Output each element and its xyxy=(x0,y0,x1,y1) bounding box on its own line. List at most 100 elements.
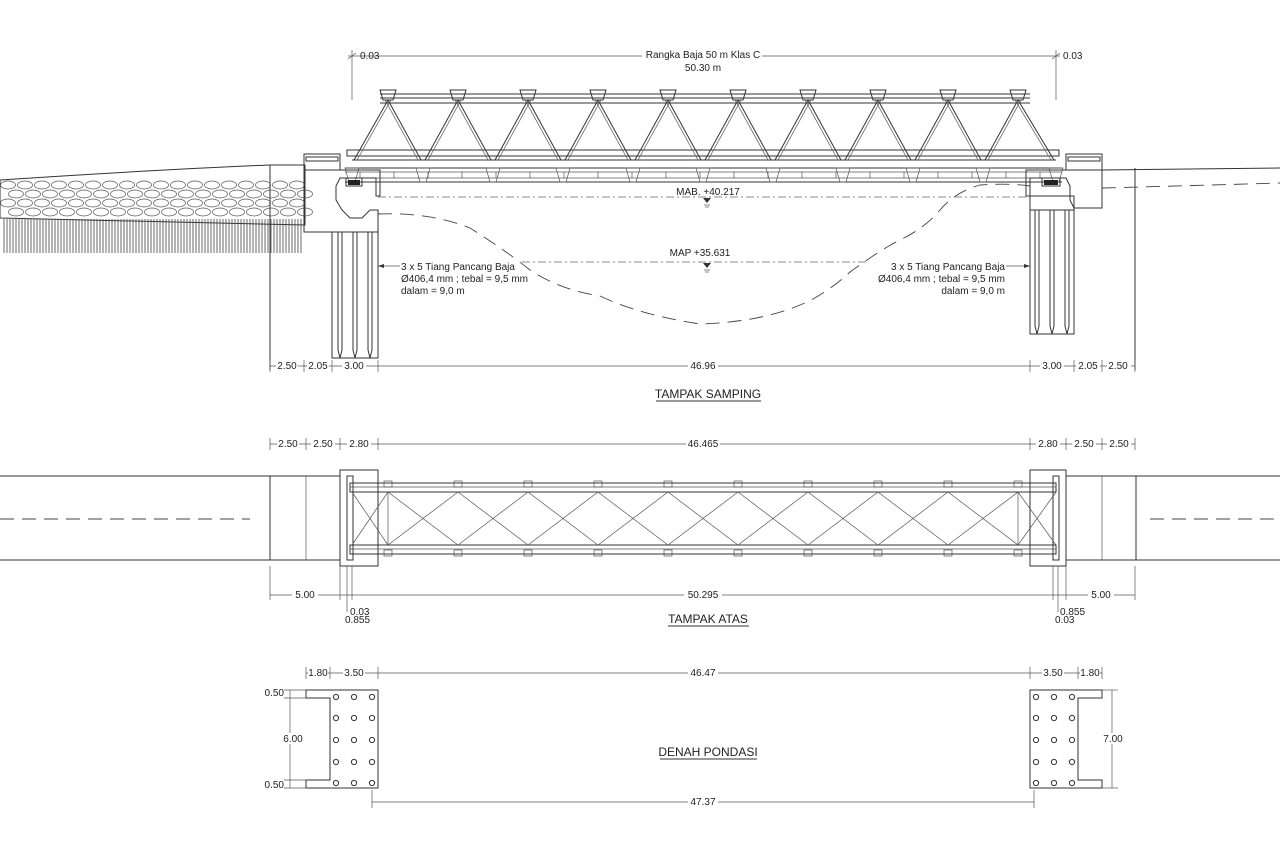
riprap-stone xyxy=(85,198,101,208)
cross-girder xyxy=(625,167,641,183)
top-chord-node xyxy=(589,89,607,101)
truss-diagonal xyxy=(737,99,772,161)
pile-circle xyxy=(368,714,376,722)
found-span-top: 46.47 xyxy=(690,668,715,679)
pile-note-right-line1: 3 x 5 Tiang Pancang Baja xyxy=(891,262,1005,273)
steel-truss-plan xyxy=(349,480,1057,557)
top-right-abutment xyxy=(1029,469,1137,567)
truss-diagonal xyxy=(387,99,422,161)
riprap-stone xyxy=(119,180,135,190)
pile-circle xyxy=(1032,714,1040,722)
pile-circle xyxy=(1068,736,1076,744)
foundation-top-dimensions: 1.80 3.50 46.47 3.50 1.80 xyxy=(305,667,1103,679)
plan-node-top xyxy=(383,480,393,488)
riprap-stone xyxy=(238,180,254,190)
truss-diagonal-inner xyxy=(497,99,532,161)
truss-diagonal-inner xyxy=(917,99,952,161)
plan-node-bottom xyxy=(383,549,393,557)
small-dim-left-1: 0.03 xyxy=(350,607,370,618)
right-abutment xyxy=(1025,153,1280,370)
left-abutment xyxy=(303,153,381,359)
riprap-stone xyxy=(255,180,271,190)
truss-diagonal-inner xyxy=(637,99,672,161)
mab-label: MAB. +40.217 xyxy=(676,187,740,198)
top-bottom-dim-right: 5.00 xyxy=(1091,590,1111,601)
riprap-stone xyxy=(153,180,169,190)
top-chord-node xyxy=(519,89,537,101)
riprap-stone xyxy=(195,207,211,217)
right-pile-cap xyxy=(1029,689,1103,789)
truss-diagonal xyxy=(564,99,599,161)
side-span-dim: 46.96 xyxy=(690,361,715,372)
lateral-brace xyxy=(947,491,1019,546)
pile-circle xyxy=(1032,758,1040,766)
riprap-stone xyxy=(178,207,194,217)
pile-circle xyxy=(1068,693,1076,701)
pile-circle xyxy=(1032,693,1040,701)
truss-diagonal xyxy=(597,99,632,161)
riprap-stone xyxy=(76,189,92,199)
riprap-stone xyxy=(187,180,203,190)
truss-diagonal xyxy=(634,99,669,161)
lateral-brace xyxy=(667,491,739,546)
lateral-brace xyxy=(387,491,459,546)
riprap-stone xyxy=(289,198,305,208)
cross-girder xyxy=(485,167,501,183)
lateral-brace xyxy=(737,491,809,546)
riprap-stone xyxy=(17,198,33,208)
riprap-stone xyxy=(127,207,143,217)
top-dim-4: 2.80 xyxy=(1038,439,1058,450)
riprap-stone xyxy=(221,180,237,190)
small-dim-left-2: 0.855 xyxy=(345,615,370,626)
riprap-stone xyxy=(161,189,177,199)
pile-note-right-line3: dalam = 9,0 m xyxy=(941,286,1005,297)
pile-circle xyxy=(1050,736,1058,744)
truss-diagonal-inner xyxy=(524,99,559,161)
top-dim-6: 2.50 xyxy=(1109,439,1129,450)
truss-diagonal-inner xyxy=(427,99,462,161)
plan-node-bottom xyxy=(803,549,813,557)
found-dim-2: 3.50 xyxy=(344,668,364,679)
gap-right-label: 0.03 xyxy=(1063,51,1083,62)
truss-diagonal-inner xyxy=(384,99,419,161)
truss-diagonal xyxy=(353,99,389,161)
side-dimension-chain: 2.50 2.05 3.00 46.96 3.00 2.05 2.50 xyxy=(269,360,1136,372)
riprap-stone xyxy=(297,207,313,217)
truss-diagonal-inner xyxy=(567,99,602,161)
plan-node-top xyxy=(593,480,603,488)
foundation-title: DENAH PONDASI xyxy=(658,745,757,759)
pile-circle xyxy=(1050,693,1058,701)
top-dim-2: 2.50 xyxy=(313,439,333,450)
riprap-stone xyxy=(85,180,101,190)
riprap-stone xyxy=(238,198,254,208)
riprap-stone xyxy=(68,180,84,190)
truss-diagonal-inner xyxy=(594,99,629,161)
lateral-brace xyxy=(527,491,599,546)
cross-girder xyxy=(415,167,431,183)
lateral-brace xyxy=(351,491,389,546)
riprap-stone xyxy=(144,207,160,217)
pile-circle xyxy=(350,758,358,766)
pile-note-left-line2: Ø406,4 mm ; tebal = 9,5 mm xyxy=(401,274,528,285)
plan-node-bottom xyxy=(523,549,533,557)
plan-node-bottom xyxy=(943,549,953,557)
top-chord-node xyxy=(449,89,467,101)
pile-circle xyxy=(1032,736,1040,744)
riprap-stone xyxy=(212,207,228,217)
cross-girder xyxy=(1048,167,1064,183)
riprap-stone xyxy=(34,180,50,190)
riprap-stone xyxy=(280,207,296,217)
riprap-stone xyxy=(0,198,16,208)
riprap-stone xyxy=(59,189,75,199)
riprap-stone xyxy=(280,189,296,199)
truss-diagonal-inner xyxy=(847,99,882,161)
water-level-map: MAP +35.631 xyxy=(522,248,868,273)
cross-girder xyxy=(835,167,851,183)
foundation-left-vertical-dims: 0.50 6.00 0.50 xyxy=(265,688,306,791)
map-label: MAP +35.631 xyxy=(670,248,731,259)
truss-diagonal-inner xyxy=(356,99,392,161)
riprap-stone xyxy=(204,180,220,190)
plan-node-bottom xyxy=(1013,549,1023,557)
top-chord-node xyxy=(659,89,677,101)
riprap-stone xyxy=(8,189,24,199)
